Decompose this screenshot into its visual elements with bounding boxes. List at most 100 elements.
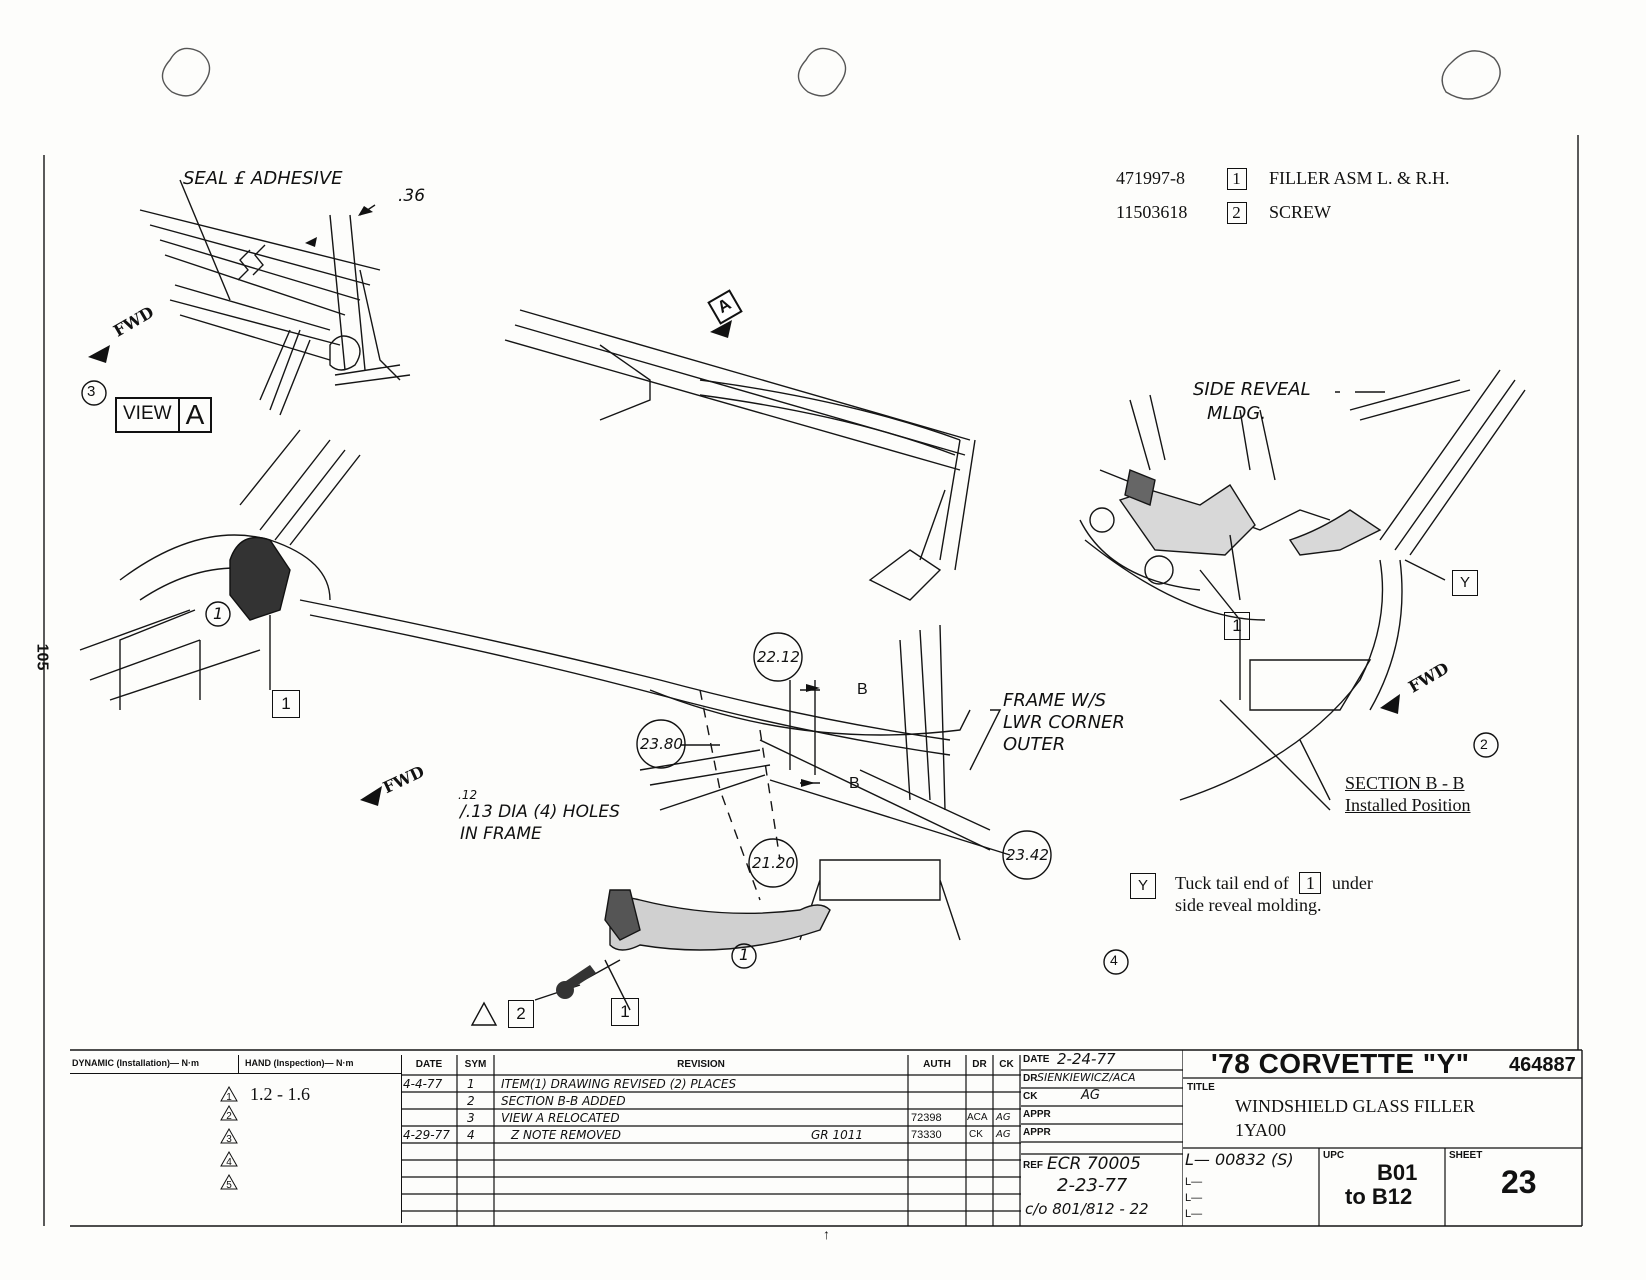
- item-box-1: 1: [1224, 612, 1250, 640]
- side-reveal-line: SIDE REVEAL: [1193, 379, 1311, 400]
- item-box-y: Y: [1452, 570, 1478, 596]
- part-description: SCREW: [1269, 202, 1332, 222]
- sheet-number: 23: [1501, 1164, 1537, 1200]
- rev-ck: AG: [996, 1112, 1011, 1123]
- side-reveal-callout: SIDE REVEAL MLDG.: [1193, 378, 1311, 426]
- rev-date: 4-4-77: [403, 1077, 443, 1091]
- frame-line: OUTER: [1003, 734, 1066, 755]
- center-mark: ↑: [823, 1226, 830, 1242]
- circle-callout-3: 3: [87, 383, 96, 400]
- b-label: B: [849, 775, 860, 792]
- col-header-revision: REVISION: [677, 1059, 725, 1070]
- section-title: SECTION B - B: [1345, 773, 1465, 793]
- rev-sym: 3: [467, 1111, 475, 1125]
- triangle-icon: 1: [220, 1085, 238, 1103]
- title-label: TITLE: [1187, 1082, 1215, 1093]
- upc-line-2: to B12: [1345, 1184, 1413, 1209]
- dimension-23-80: 23.80: [640, 735, 683, 753]
- item-box: 1: [1226, 168, 1247, 190]
- seal-adhesive-label: SEAL £ ADHESIVE: [183, 168, 343, 189]
- rev-auth: 73330: [911, 1129, 942, 1141]
- side-reveal-line: MLDG.: [1207, 403, 1267, 424]
- parts-row: 471997-8 1 FILLER ASM L. & R.H.: [1116, 168, 1450, 202]
- view-letter: A: [177, 399, 211, 431]
- ck-label: CK: [1023, 1091, 1038, 1102]
- date-label: DATE: [1023, 1054, 1050, 1065]
- arrow-letter: A: [714, 294, 735, 317]
- holes-callout: /.13 DIA (4) HOLES IN FRAME: [460, 801, 620, 845]
- tuck-text: under: [1331, 873, 1373, 893]
- torque-block: DYNAMIC (Installation)— N·m HAND (Inspec…: [70, 1055, 402, 1223]
- item-box-1: 1: [272, 690, 300, 718]
- circle-callout-1: 1: [739, 945, 750, 964]
- rev-text: ITEM(1) DRAWING REVISED (2) PLACES: [501, 1077, 737, 1091]
- rev-date: 4-29-77: [403, 1128, 450, 1142]
- part-number: 471997-8: [1116, 168, 1185, 188]
- upc-label: UPC: [1323, 1150, 1345, 1161]
- rev-ck: AG: [996, 1129, 1011, 1140]
- date-value: 2-24-77: [1057, 1050, 1116, 1068]
- tuck-text: Tuck tail end of: [1175, 873, 1289, 893]
- col-header-date: DATE: [415, 1059, 443, 1070]
- rev-text: VIEW A RELOCATED: [501, 1111, 620, 1125]
- upc-line-1: B01: [1377, 1160, 1418, 1185]
- torque-value: 1.2 - 1.6: [250, 1084, 310, 1104]
- view-text: VIEW: [123, 403, 172, 424]
- l-blank: L—: [1185, 1208, 1203, 1220]
- section-subtitle: Installed Position: [1345, 795, 1471, 815]
- rev-dr: ACA: [967, 1112, 988, 1123]
- appr-label: APPR: [1023, 1109, 1051, 1120]
- col-header-sym: SYM: [464, 1059, 487, 1070]
- ref-ecr: ECR 70005: [1047, 1154, 1141, 1174]
- rev-sym: 1: [467, 1077, 475, 1091]
- title-line-2: 1YA00: [1235, 1120, 1287, 1140]
- parts-list: 471997-8 1 FILLER ASM L. & R.H. 11503618…: [1116, 168, 1450, 236]
- col-header-dr: DR: [972, 1059, 987, 1070]
- ref-date: 2-23-77: [1057, 1175, 1128, 1196]
- rev-gr: GR 1011: [811, 1128, 863, 1142]
- section-label: SECTION B - B Installed Position: [1345, 772, 1471, 816]
- item-box-2: 2: [508, 1000, 534, 1028]
- torque-header: DYNAMIC (Installation)— N·m HAND (Inspec…: [70, 1055, 401, 1074]
- frame-line: FRAME W/S: [1003, 690, 1107, 711]
- holes-fraction: .12: [458, 788, 478, 802]
- frame-callout: FRAME W/S LWR CORNER OUTER: [1003, 690, 1125, 756]
- col-header-auth: AUTH: [923, 1059, 951, 1070]
- svg-text:4: 4: [226, 1157, 232, 1167]
- dynamic-header: DYNAMIC (Installation)— N·m: [70, 1055, 239, 1073]
- item-box-1: 1: [1299, 872, 1322, 894]
- svg-text:5: 5: [226, 1180, 232, 1190]
- torque-symbols: 1 1.2 - 1.6 2 3 4 5: [220, 1083, 310, 1197]
- title-block: '78 CORVETTE "Y" 464887 TITLE WINDSHIELD…: [1183, 1048, 1582, 1226]
- ref-label: REF: [1023, 1160, 1043, 1171]
- triangle-icon: 3: [220, 1127, 238, 1145]
- rev-dr: CK: [969, 1129, 983, 1140]
- holes-line: IN FRAME: [460, 824, 542, 844]
- l-blank: L—: [1185, 1176, 1203, 1188]
- dimension-label: .36: [398, 186, 426, 206]
- triangle-icon: 2: [220, 1104, 238, 1122]
- frame-line: LWR CORNER: [1003, 712, 1125, 733]
- appr-label: APPR: [1023, 1127, 1051, 1138]
- ref-co: c/o 801/812 - 22: [1025, 1200, 1149, 1218]
- item-box-y: Y: [1130, 873, 1156, 899]
- ck-value: AG: [1081, 1088, 1100, 1103]
- title-line-1: WINDSHIELD GLASS FILLER: [1235, 1096, 1475, 1116]
- fwd-arrow-icon: [88, 345, 110, 363]
- parts-row: 11503618 2 SCREW: [1116, 202, 1450, 236]
- dr-label: DR: [1023, 1073, 1038, 1084]
- item-box: 2: [1226, 202, 1247, 224]
- part-description: FILLER ASM L. & R.H.: [1269, 168, 1450, 188]
- rev-text: SECTION B-B ADDED: [501, 1094, 626, 1108]
- rev-text: Z NOTE REMOVED: [511, 1128, 621, 1142]
- hand-header: HAND (Inspection)— N·m: [245, 1058, 354, 1068]
- item-box-1: 1: [611, 998, 639, 1026]
- drawing-number: 464887: [1509, 1054, 1576, 1076]
- model-title: '78 CORVETTE "Y": [1211, 1048, 1470, 1079]
- rev-auth: 72398: [911, 1112, 942, 1124]
- svg-text:2: 2: [226, 1111, 232, 1121]
- dimension-23-42: 23.42: [1006, 846, 1049, 864]
- rev-sym: 2: [467, 1094, 475, 1108]
- punch-holes: [161, 47, 1501, 100]
